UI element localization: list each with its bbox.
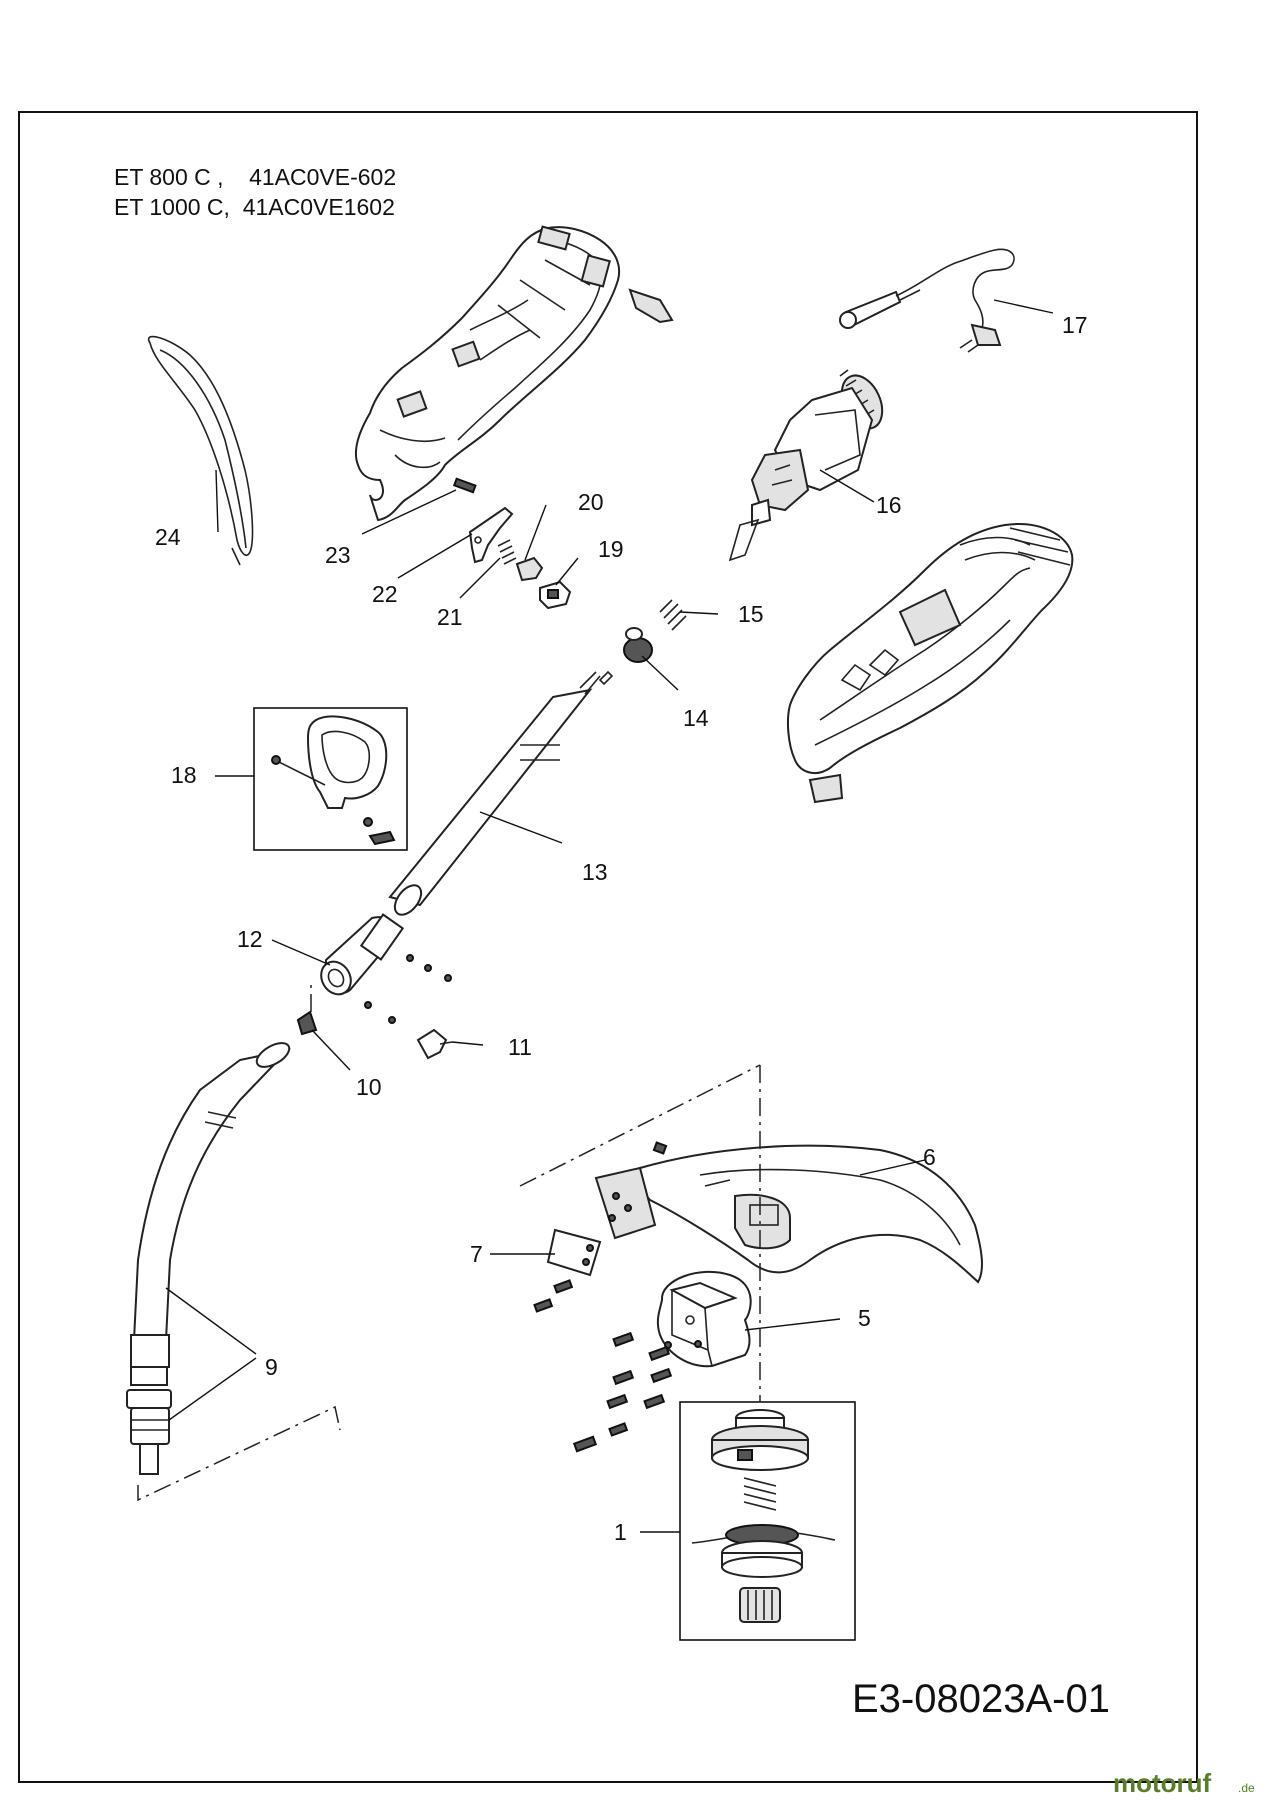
gear-head-fasteners <box>572 1331 673 1453</box>
callout-7: 7 <box>470 1241 483 1267</box>
watermark-brand: motoruf <box>1113 1768 1212 1798</box>
callout-22: 22 <box>372 581 398 607</box>
watermark: motoruf .de <box>1113 1768 1255 1798</box>
part-22-trigger <box>468 506 514 564</box>
part-20-button <box>515 556 544 582</box>
part-13-upper-shaft <box>388 670 614 916</box>
part-9-lower-shaft <box>126 1042 291 1475</box>
callout-labels: 24 23 22 21 20 19 15 14 16 17 18 13 12 1… <box>155 312 1088 1545</box>
part-17-cable <box>839 248 1015 353</box>
part-1-trimmer-head <box>679 1401 856 1641</box>
callout-1: 1 <box>614 1519 627 1545</box>
callout-24: 24 <box>155 524 181 550</box>
part-15-spring <box>659 599 687 631</box>
callout-12: 12 <box>237 926 263 952</box>
callout-13: 13 <box>582 859 608 885</box>
callout-10: 10 <box>356 1074 382 1100</box>
part-10-clip <box>296 1010 318 1036</box>
housing-right-half <box>786 523 1074 804</box>
part-14-gear <box>623 627 653 663</box>
part-21-spring <box>497 539 517 565</box>
housing-left-half <box>354 225 620 522</box>
part-16-motor <box>728 369 884 562</box>
callout-18: 18 <box>171 762 197 788</box>
part-23-screw <box>452 477 477 494</box>
callout-11: 11 <box>508 1034 532 1060</box>
callout-16: 16 <box>876 492 902 518</box>
callout-9: 9 <box>265 1354 278 1380</box>
part-5-gear-head <box>656 1270 752 1368</box>
model-line-1: ET 800 C , 41AC0VE-602 <box>114 164 396 190</box>
callout-21: 21 <box>437 604 463 630</box>
diagram-frame <box>18 111 1198 1783</box>
callout-19: 19 <box>598 536 624 562</box>
callout-17: 17 <box>1062 312 1088 338</box>
part-6-guard <box>594 1141 983 1284</box>
reference-code: E3-08023A-01 <box>852 1677 1110 1721</box>
assembly-axes <box>137 984 761 1502</box>
callout-20: 20 <box>578 489 604 515</box>
callout-15: 15 <box>738 601 764 627</box>
watermark-suffix: .de <box>1238 1781 1255 1795</box>
model-line-2: ET 1000 C, 41AC0VE1602 <box>114 194 395 220</box>
part-11-knob <box>416 1028 453 1060</box>
switch-cover <box>628 288 674 324</box>
part-19-switch <box>539 580 572 610</box>
part-7-plate <box>533 1228 602 1313</box>
callout-23: 23 <box>325 542 351 568</box>
part-18-aux-handle <box>253 707 408 851</box>
callout-6: 6 <box>923 1144 936 1170</box>
leader-lines <box>165 299 1054 1533</box>
callout-5: 5 <box>858 1305 871 1331</box>
part-24-strap <box>147 335 254 566</box>
part-12-coupler <box>320 913 452 1024</box>
callout-14: 14 <box>683 705 709 731</box>
